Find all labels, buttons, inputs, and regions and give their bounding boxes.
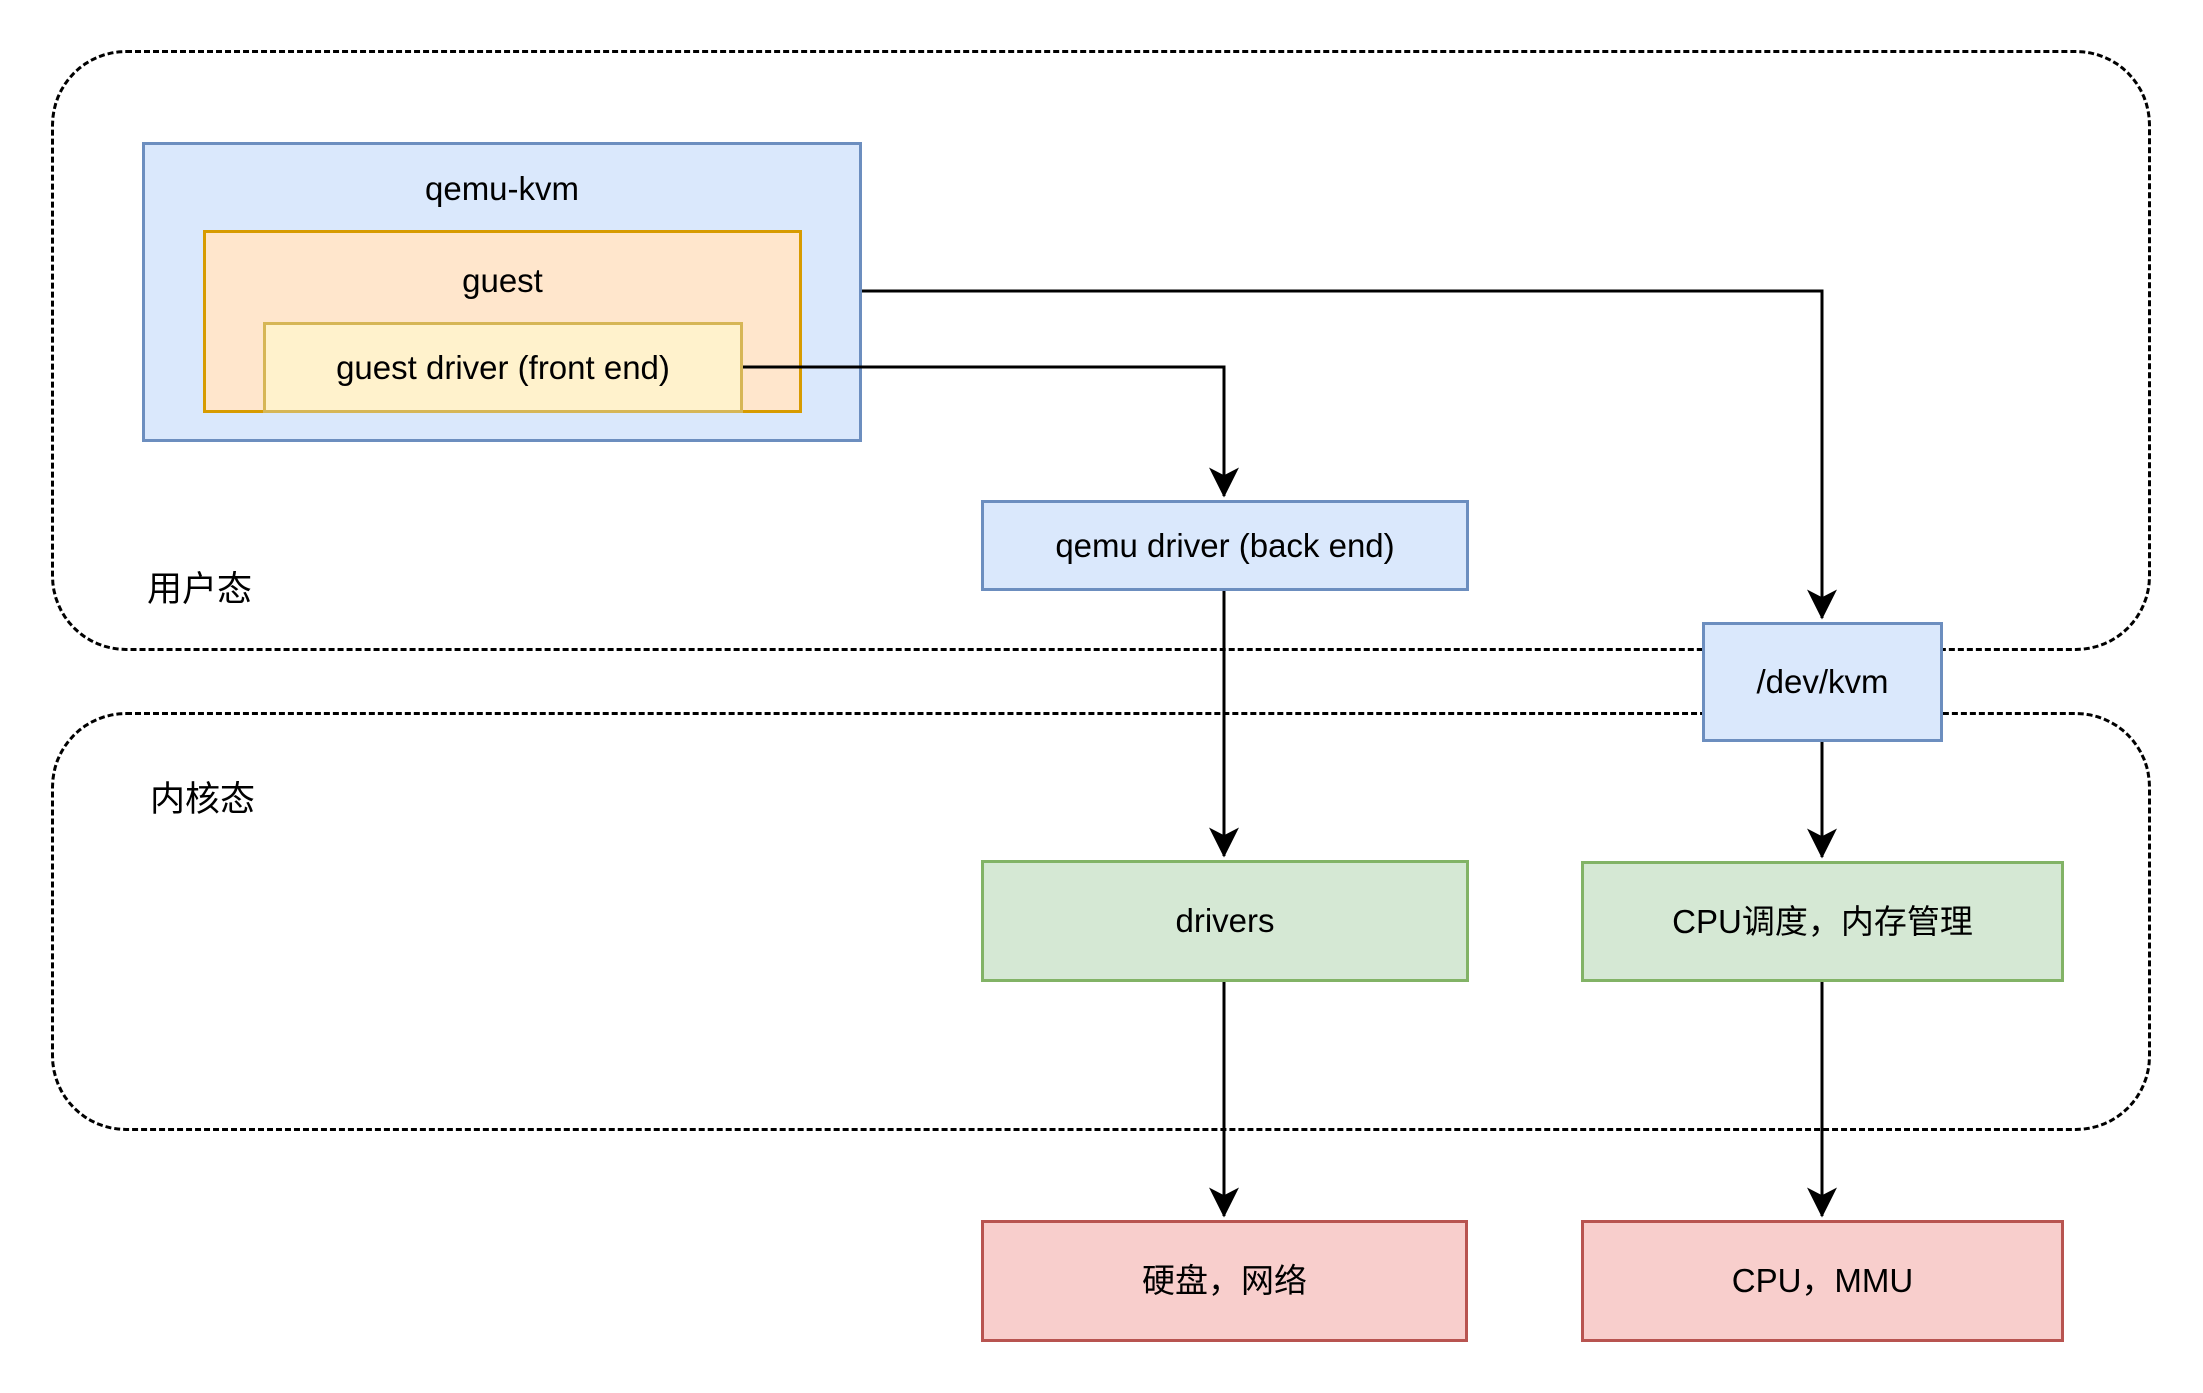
user-mode-label: 用户态 (147, 570, 253, 609)
kernel-mode-region (51, 712, 2151, 1131)
cpu-mmu-box: CPU，MMU (1581, 1220, 2064, 1342)
guest-driver-front-end-box: guest driver (front end) (263, 322, 743, 413)
user-mode-region (51, 50, 2151, 651)
disk-network-box: 硬盘，网络 (981, 1220, 1468, 1342)
cpu-mmu-label: CPU，MMU (1731, 1262, 1914, 1299)
qemu-kvm-label: qemu-kvm (424, 170, 580, 207)
qemu-driver-back-end-label: qemu driver (back end) (1055, 526, 1395, 564)
guest-label: guest (462, 262, 543, 299)
cpu-scheduling-memory-management-box: CPU调度，内存管理 (1581, 861, 2064, 982)
disk-network-label: 硬盘，网络 (1142, 1262, 1307, 1299)
kernel-mode-label: 内核态 (150, 780, 256, 819)
qemu-driver-back-end-box: qemu driver (back end) (981, 500, 1469, 591)
drivers-label: drivers (1175, 902, 1275, 939)
dev-kvm-label: /dev/kvm (1756, 663, 1889, 700)
guest-driver-front-end-label: guest driver (front end) (336, 348, 670, 386)
dev-kvm-box: /dev/kvm (1702, 622, 1943, 742)
drivers-box: drivers (981, 860, 1469, 982)
cpu-scheduling-memory-management-label: CPU调度，内存管理 (1672, 902, 1973, 940)
